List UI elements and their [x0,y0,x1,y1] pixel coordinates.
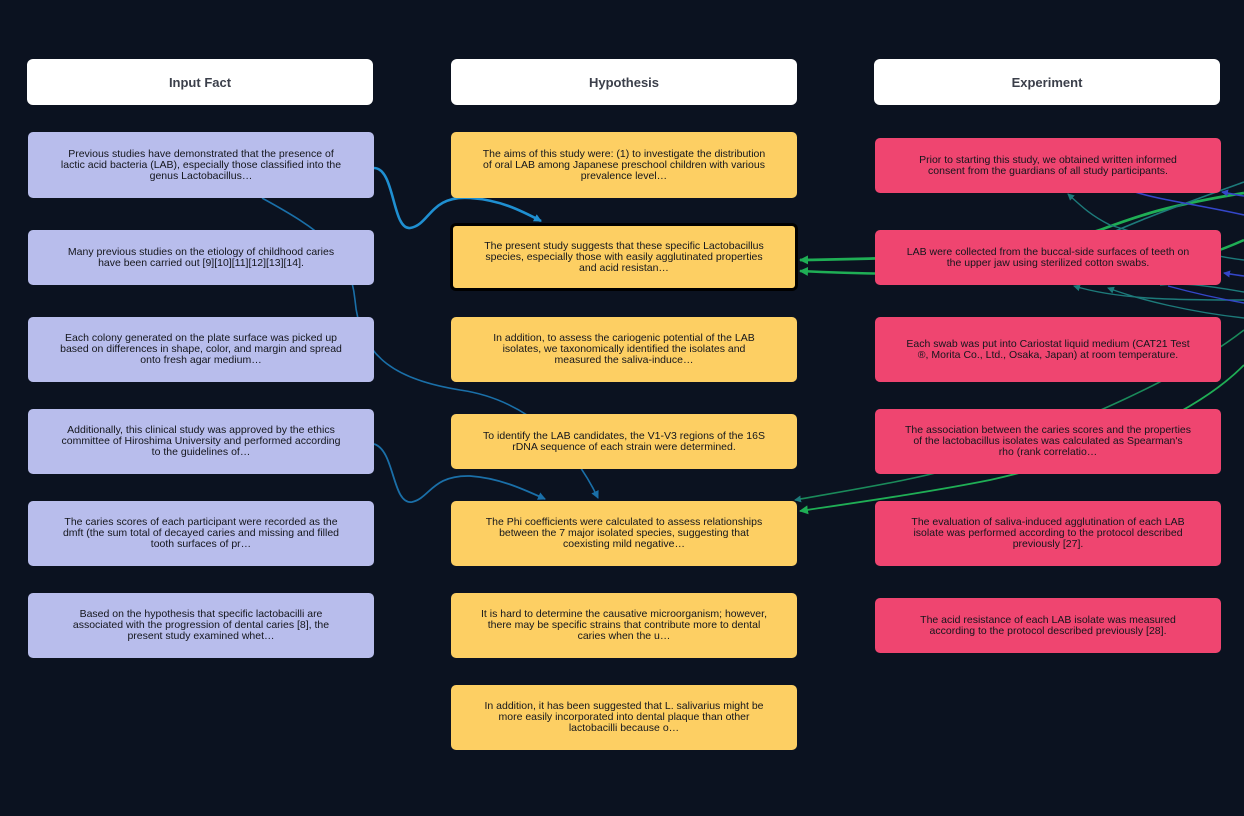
experiment-node[interactable]: The association between the caries score… [875,409,1221,474]
hypothesis-node[interactable]: To identify the LAB candidates, the V1-V… [451,414,797,469]
edge-right-4 [1159,283,1244,293]
fact-node[interactable]: Each colony generated on the plate surfa… [28,317,374,382]
experiment-node[interactable]: Prior to starting this study, we obtaine… [875,138,1221,193]
experiment-node[interactable]: Each swab was put into Cariostat liquid … [875,317,1221,382]
column-header-experiment: Experiment [874,59,1220,105]
fact-node[interactable]: The caries scores of each participant we… [28,501,374,566]
hypothesis-node[interactable]: In addition, it has been suggested that … [451,685,797,750]
edge-right-8 [1223,270,1244,278]
edge-right-2 [1073,284,1244,301]
hypothesis-node[interactable]: The Phi coefficients were calculated to … [451,501,797,566]
edge-right-9 [1167,285,1244,304]
experiment-node[interactable]: The acid resistance of each LAB isolate … [875,598,1221,653]
fact-node[interactable]: Based on the hypothesis that specific la… [28,593,374,658]
edge-right-6 [1134,191,1244,216]
column-header-input-fact: Input Fact [27,59,373,105]
hypothesis-node[interactable]: The aims of this study were: (1) to inve… [451,132,797,198]
fact-node[interactable]: Additionally, this clinical study was ap… [28,409,374,474]
fact-node[interactable]: Many previous studies on the etiology of… [28,230,374,285]
hypothesis-node-selected[interactable]: The present study suggests that these sp… [451,224,797,290]
column-header-hypothesis: Hypothesis [451,59,797,105]
experiment-node[interactable]: LAB were collected from the buccal-side … [875,230,1221,285]
edge-right-7 [1221,189,1244,197]
hypothesis-node[interactable]: It is hard to determine the causative mi… [451,593,797,658]
edge-right-3 [1107,286,1244,319]
experiment-node[interactable]: The evaluation of saliva-induced aggluti… [875,501,1221,566]
hypothesis-node[interactable]: In addition, to assess the cariogenic po… [451,317,797,382]
fact-node[interactable]: Previous studies have demonstrated that … [28,132,374,198]
